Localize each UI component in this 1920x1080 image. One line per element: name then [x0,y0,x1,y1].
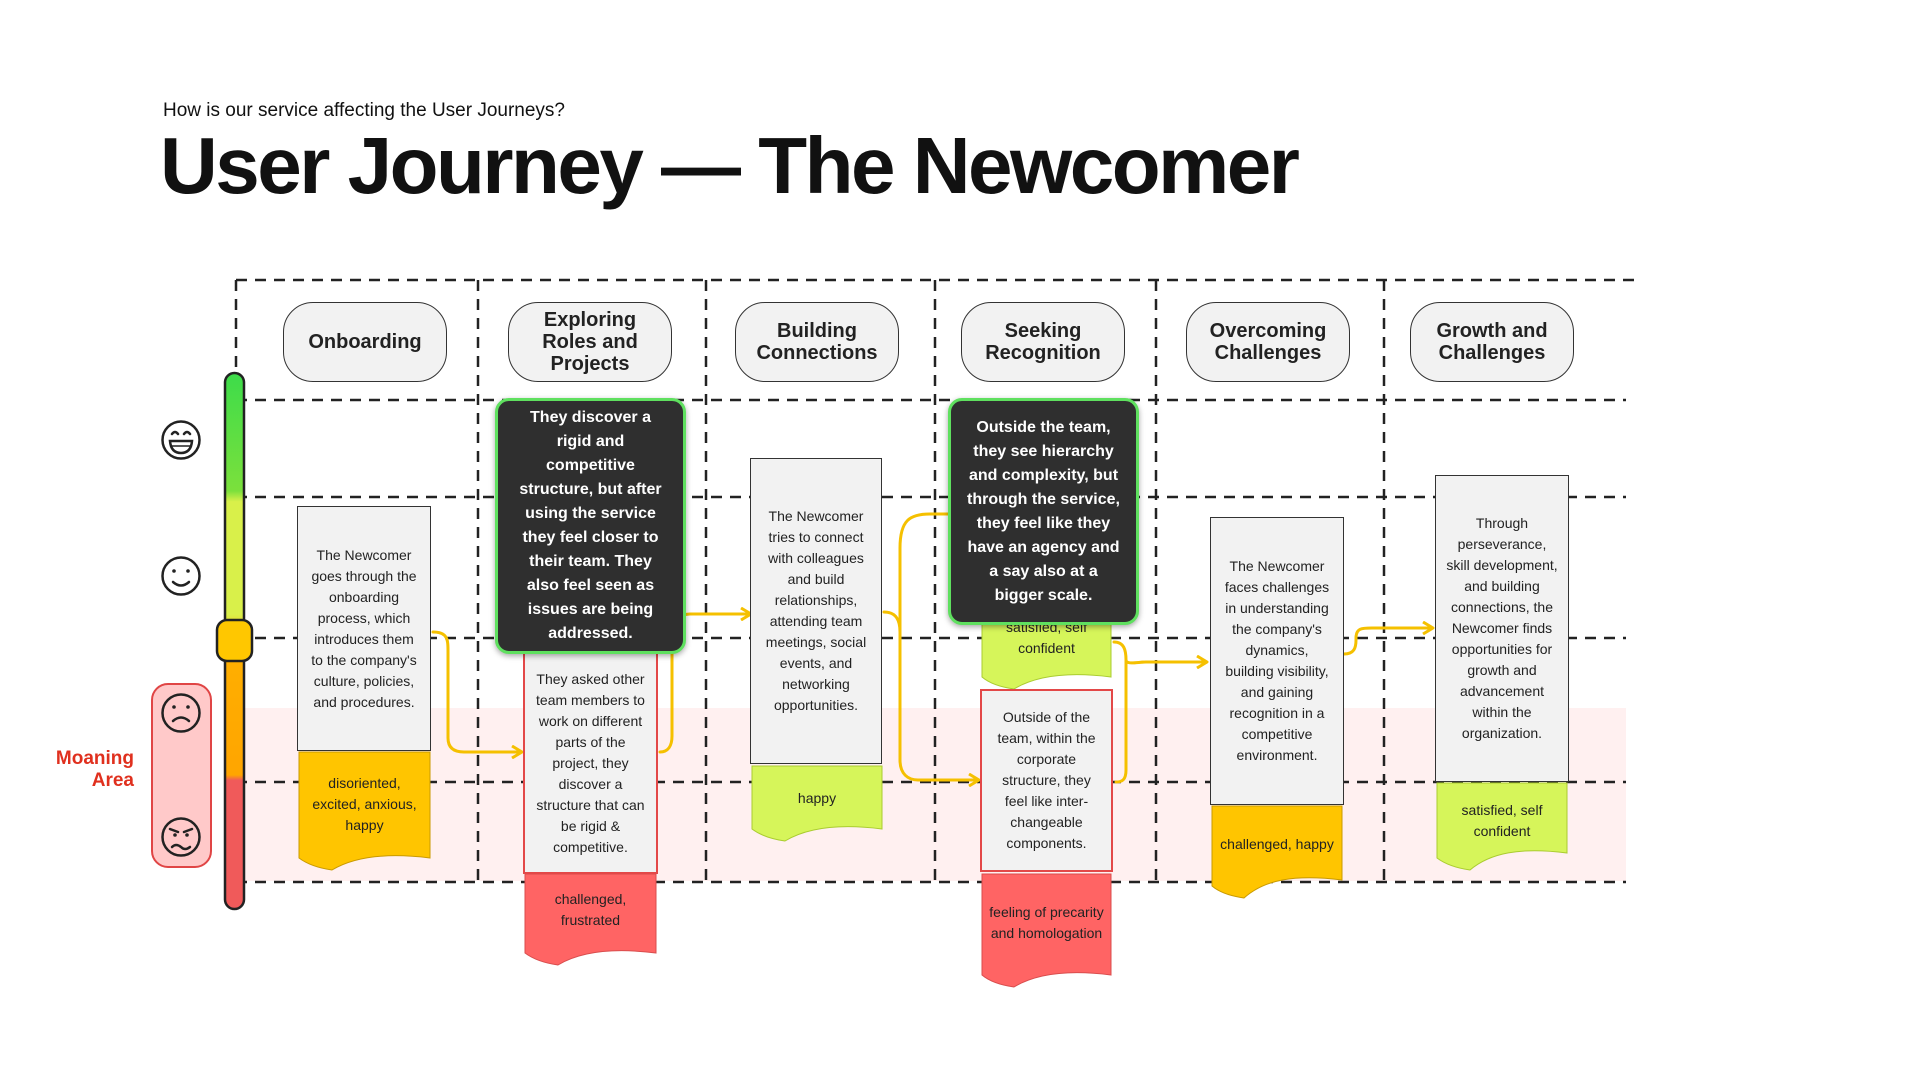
emotion-flag-overcoming [1211,805,1343,899]
stage-pill-exploring-roles: Exploring Roles and Projects [508,302,672,382]
stage-pill-building-connections: Building Connections [735,302,899,382]
stage-pill-onboarding: Onboarding [283,302,447,382]
arrow-overcoming-to-growth [1342,628,1432,656]
meter-handle [215,618,254,663]
emotion-flag-seeking [981,873,1112,988]
emotion-exploring-roles: challenged, frustrated [554,891,627,928]
distressed-face-icon [161,817,201,857]
stage-description-overcoming-challenges: The Newcomer faces challenges in underst… [1210,517,1344,805]
page-title: User Journey — The Newcomer [160,121,1300,210]
moaning-area-label: Moaning Area [55,748,134,791]
moaning-area-band [236,708,1626,881]
stage-pill-overcoming-challenges: Overcoming Challenges [1186,302,1350,382]
stage-description-building-connections: The Newcomer tries to connect with colle… [750,458,882,764]
service-insight-seeking-recognition: Outside the team, they see hierarchy and… [948,398,1139,625]
moaning-area-pill [151,683,212,868]
emotion-flag-growth [1436,782,1568,871]
page-subtitle: How is our service affecting the User Jo… [163,100,565,121]
service-insight-exploring-roles: They discover a rigid and competitive st… [495,398,686,654]
stage-description-exploring-roles: They asked other team members to work on… [523,632,658,874]
arrow-onboarding-to-exploring [431,630,521,752]
stage-description-onboarding: The Newcomer goes through the onboarding… [297,506,431,751]
emotion-flag-building [751,765,883,842]
emotion-building-connections: happy [797,789,837,806]
neutral-face-icon [161,556,201,596]
stage-description-growth: Through perseverance, skill development,… [1435,475,1569,782]
stage-pill-seeking-recognition: Seeking Recognition [961,302,1125,382]
emotion-seeking-recognition: feeling of precarity and homologation [989,904,1104,941]
stage-description-seeking-recognition: Outside of the team, within the corporat… [980,689,1113,872]
stage-pill-growth: Growth and Challenges [1410,302,1574,382]
emotion-flag-exploring [524,873,657,966]
emotion-meter [215,371,254,911]
arrow-building-fork [882,610,978,780]
sad-face-icon [161,693,201,733]
emotion-flag-onboarding [298,751,431,871]
emotion-overcoming-challenges: challenged, happy [1220,835,1334,852]
arrow-seeking-converge [1112,640,1128,784]
journey-grid [234,278,1634,884]
very-happy-face-icon [161,420,201,460]
emotion-growth: satisfied, self confident [1461,802,1543,839]
emotion-onboarding: disoriented, excited, anxious, happy [312,774,417,833]
